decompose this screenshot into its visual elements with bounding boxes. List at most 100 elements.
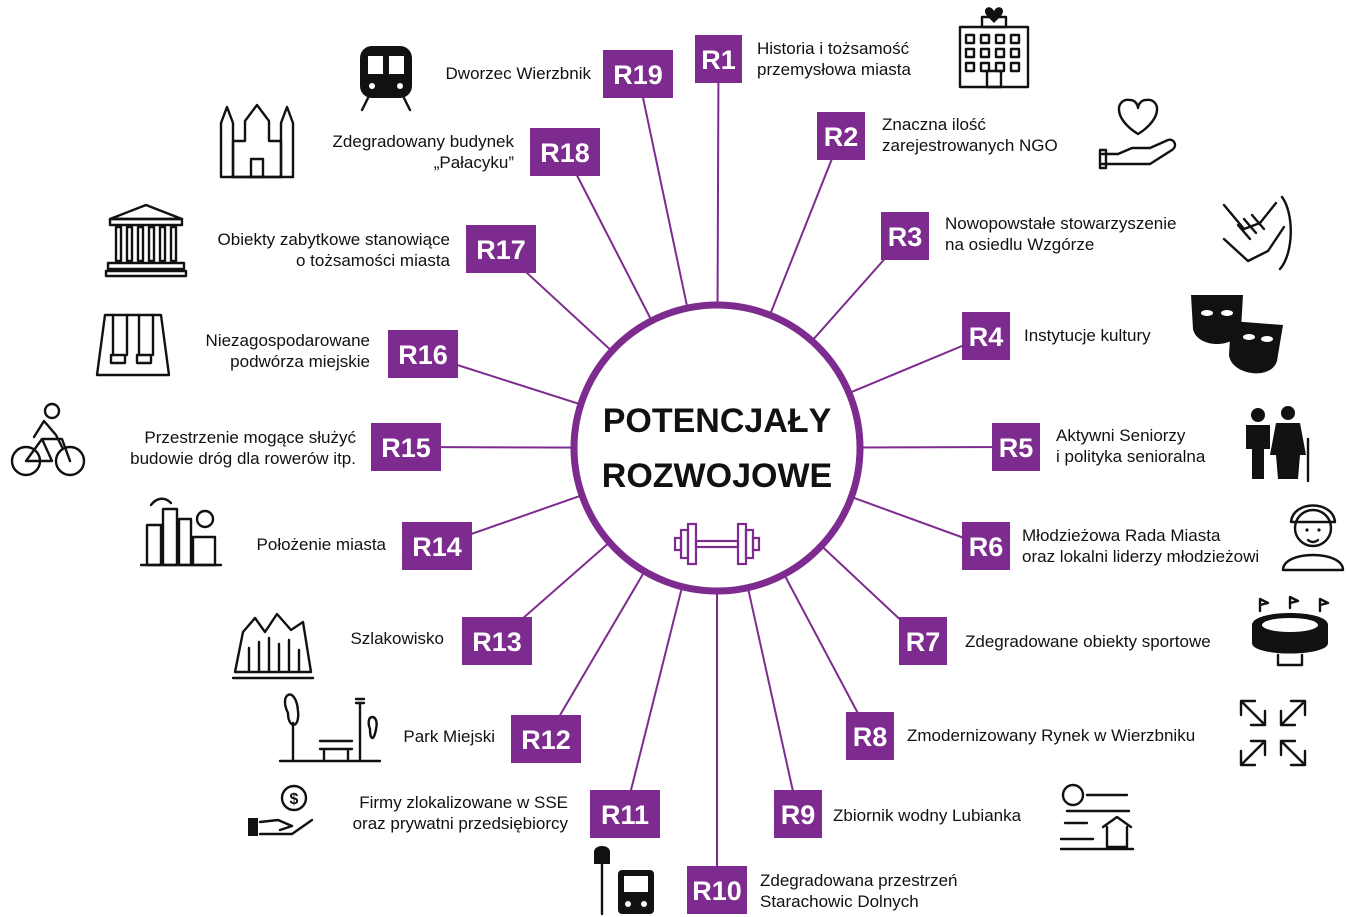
badge-r16	[388, 330, 458, 378]
badge-r7	[899, 617, 947, 665]
handshake-icon	[1222, 195, 1292, 271]
hand-heart-icon	[1098, 98, 1177, 170]
label-r4-line1: Instytucje kultury	[1024, 326, 1151, 345]
train-icon	[360, 46, 412, 112]
label-r14-line1: Położenie miasta	[257, 535, 387, 554]
badge-r12	[511, 715, 581, 763]
badge-code-r4: R4	[969, 322, 1004, 352]
center-title-line2: ROZWOJOWE	[602, 457, 832, 495]
nodes: R1 Historia i tożsamość przemysłowa miasta…	[10, 7, 1345, 916]
label-r15-line1: Przestrzenie mogące służyć	[144, 428, 356, 447]
badge-r1	[695, 35, 742, 83]
label-r1-line1: Historia i tożsamość	[757, 39, 910, 58]
node-r13: R13 Szlakowisko	[231, 612, 532, 680]
node-r6: R6 Młodzieżowa Rada Miasta oraz lokalni li…	[962, 504, 1345, 572]
label-r18-line1: Zdegradowany budynek	[333, 132, 515, 151]
badge-r2	[817, 112, 865, 160]
badge-r15	[371, 423, 441, 471]
park-bench-icon	[278, 693, 382, 763]
badge-code-r1: R1	[701, 45, 736, 75]
badge-r18	[530, 128, 600, 176]
palace-icon	[219, 103, 295, 179]
dumbbell-icon	[673, 522, 761, 566]
young-person-icon	[1281, 504, 1345, 572]
badge-code-r10: R10	[692, 876, 742, 906]
courtyard-swings-icon	[95, 313, 171, 377]
label-r6-line1: Młodzieżowa Rada Miasta	[1022, 526, 1221, 545]
label-r19-line1: Dworzec Wierzbnik	[446, 64, 592, 83]
label-r5-line1: Aktywni Seniorzy	[1056, 426, 1186, 445]
node-r12: R12 Park Miejski	[278, 693, 581, 763]
label-r12-line1: Park Miejski	[403, 727, 495, 746]
bus-stop-icon	[594, 846, 654, 916]
badge-r14	[402, 522, 472, 570]
badge-code-r9: R9	[781, 800, 816, 830]
badge-code-r13: R13	[472, 627, 522, 657]
label-r10-line2: Starachowic Dolnych	[760, 892, 919, 911]
label-r2-line2: zarejestrowanych NGO	[882, 136, 1058, 155]
badge-code-r11: R11	[601, 800, 649, 830]
label-r11-line1: Firmy zlokalizowane w SSE	[359, 793, 568, 812]
badge-r4	[962, 312, 1010, 360]
node-r16: R16 Niezagospodarowane podwórza miejskie	[95, 313, 458, 378]
node-r4: R4 Instytucje kultury	[962, 295, 1283, 374]
label-r11-line2: oraz prywatni przedsiębiorcy	[353, 814, 569, 833]
center-circle	[570, 301, 864, 595]
badge-code-r3: R3	[888, 222, 923, 252]
label-r2-line1: Znaczna ilość	[882, 115, 986, 134]
badge-code-r18: R18	[540, 138, 590, 168]
node-r9: R9 Zbiornik wodny Lubianka	[774, 783, 1135, 851]
badge-code-r7: R7	[906, 627, 941, 657]
node-r5: R5 Aktywni Seniorzy i polityka senioralna	[992, 406, 1310, 483]
label-r8-line1: Zmodernizowany Rynek w Wierzbniku	[907, 726, 1195, 745]
factory-heart-icon	[958, 7, 1030, 89]
stadium-icon	[1252, 595, 1330, 667]
svg-text:$: $	[290, 791, 299, 808]
label-r6-line2: oraz lokalni liderzy młodzieżowi	[1022, 547, 1259, 566]
node-r11: R11 Firmy zlokalizowane w SSE oraz prywatn…	[248, 784, 660, 838]
badge-code-r6: R6	[969, 532, 1004, 562]
badge-r6	[962, 522, 1010, 570]
monument-columns-icon	[104, 203, 188, 278]
badge-r3	[881, 212, 929, 260]
badge-r9	[774, 790, 822, 838]
badge-r17	[466, 225, 536, 273]
cyclist-icon	[10, 402, 86, 477]
label-r3-line2: na osiedlu Wzgórze	[945, 235, 1094, 254]
badge-r13	[462, 617, 532, 665]
label-r10-line1: Zdegradowana przestrzeń	[760, 871, 958, 890]
center-arrows-icon	[1239, 699, 1307, 767]
badge-code-r5: R5	[999, 433, 1034, 463]
label-r1-line2: przemysłowa miasta	[757, 60, 912, 79]
node-r14: R14 Położenie miasta	[139, 497, 472, 570]
label-r15-line2: budowie dróg dla rowerów itp.	[130, 449, 356, 468]
badge-code-r19: R19	[613, 60, 663, 90]
badge-code-r14: R14	[412, 532, 462, 562]
badge-r5	[992, 423, 1040, 471]
badge-r11	[590, 790, 660, 838]
label-r7-line1: Zdegradowane obiekty sportowe	[965, 632, 1211, 651]
label-r16-line2: podwórza miejskie	[230, 352, 370, 371]
badge-code-r16: R16	[398, 340, 448, 370]
hand-coin-icon: $	[248, 784, 314, 836]
label-r9-line1: Zbiornik wodny Lubianka	[833, 806, 1022, 825]
label-r3-line1: Nowopowstałe stowarzyszenie	[945, 214, 1177, 233]
label-r13-line1: Szlakowisko	[350, 629, 444, 648]
lake-house-icon	[1059, 783, 1135, 851]
badge-r19	[603, 50, 673, 98]
elderly-couple-icon	[1246, 406, 1310, 483]
label-r5-line2: i polityka senioralna	[1056, 447, 1206, 466]
label-r16-line1: Niezagospodarowane	[206, 331, 370, 350]
badge-r10	[687, 866, 747, 914]
label-r17-line1: Obiekty zabytkowe stanowiące	[218, 230, 450, 249]
label-r17-line2: o tożsamości miasta	[296, 251, 451, 270]
industrial-city-icon	[139, 497, 223, 567]
badge-r8	[846, 712, 894, 760]
badge-code-r12: R12	[521, 725, 571, 755]
